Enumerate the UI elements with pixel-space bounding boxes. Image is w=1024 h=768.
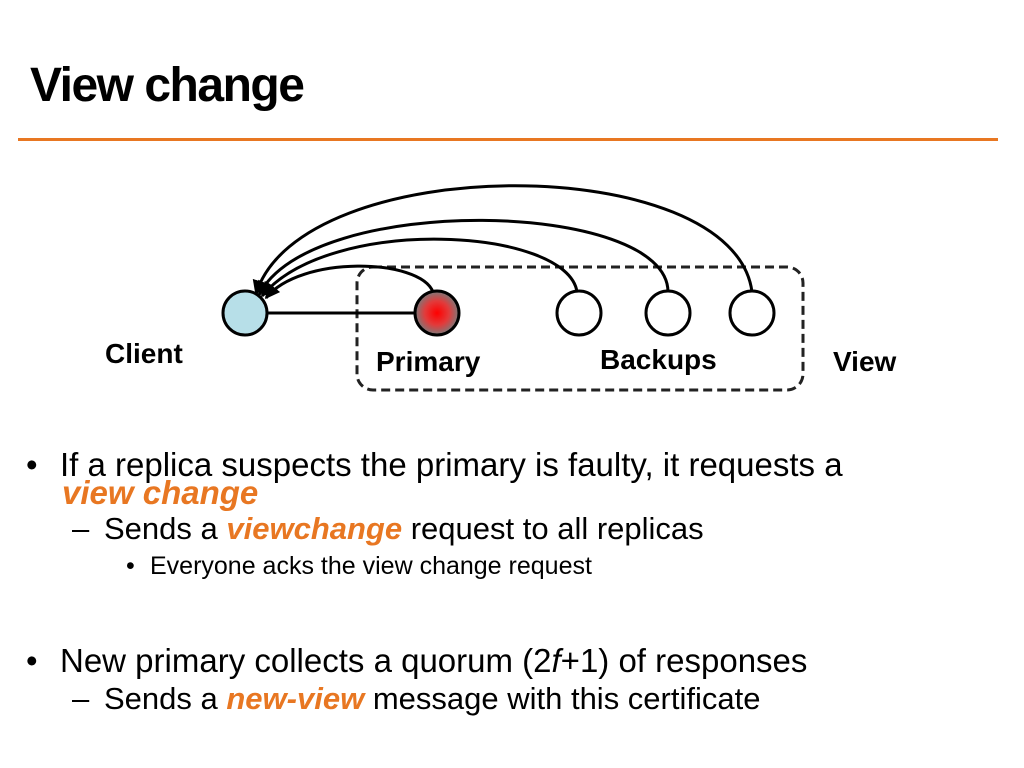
reply-arrow-backup-2 xyxy=(257,218,670,297)
client-label: Client xyxy=(105,338,183,369)
bullet-2-pre: Sends a xyxy=(104,511,227,546)
dash-marker: – xyxy=(72,681,90,716)
bullet-4-var: f xyxy=(551,642,561,679)
bullet-4: New primary collects a quorum (2f+1) of … xyxy=(60,644,807,677)
slide-title: View change xyxy=(30,59,305,112)
dash-marker: – xyxy=(72,511,90,546)
bullet-2: Sends a viewchange request to all replic… xyxy=(104,513,704,544)
bullet-5-keyword: new-view xyxy=(226,681,365,716)
reply-arrow-backup-3 xyxy=(252,184,754,296)
bullet-marker: • xyxy=(26,642,38,679)
bullet-4-pre: New primary collects a quorum (2 xyxy=(60,642,552,679)
client-node xyxy=(221,289,269,337)
reply-arrow-backup-1 xyxy=(260,237,579,298)
primary-label: Primary xyxy=(376,346,481,377)
bullet-1-keyword: view change xyxy=(62,474,259,511)
backup-node-3 xyxy=(728,289,776,337)
bullet-2-post: request to all replicas xyxy=(402,511,704,546)
bullet-5: Sends a new-view message with this certi… xyxy=(104,683,760,714)
bullet-5-post: message with this certificate xyxy=(364,681,761,716)
bullet-5-pre: Sends a xyxy=(104,681,227,716)
view-group-box xyxy=(355,265,805,392)
bullet-2-keyword: viewchange xyxy=(226,511,403,546)
reply-arrow-primary xyxy=(264,264,435,300)
view-label: View xyxy=(833,346,897,377)
bullet-3-text: Everyone acks the view change request xyxy=(150,552,592,580)
bullet-4-post: +1) of responses xyxy=(560,642,808,679)
backup-node-1 xyxy=(555,289,603,337)
backups-label: Backups xyxy=(600,344,717,375)
backup-node-2 xyxy=(644,289,692,337)
bullet-marker: • xyxy=(26,446,38,483)
primary-node xyxy=(413,289,461,337)
sub-bullet-marker: • xyxy=(126,552,135,580)
title-underline xyxy=(18,138,998,141)
bullet-1-text: If a replica suspects the primary is fau… xyxy=(60,446,843,483)
